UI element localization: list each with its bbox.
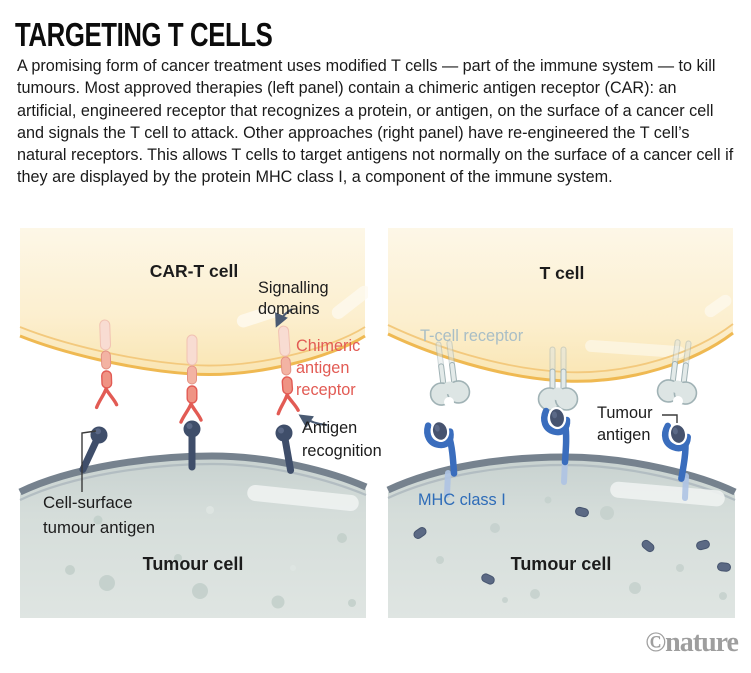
antigen-recognition-label: Antigen recognition bbox=[302, 419, 382, 460]
signalling-domains-label: Signalling domains bbox=[258, 279, 329, 318]
tumour-antigen-connector-line bbox=[662, 414, 678, 423]
page-title: TARGETING T CELLS bbox=[15, 16, 273, 53]
tumour-cell-label-left: Tumour cell bbox=[142, 554, 244, 574]
tcr-notch bbox=[673, 396, 683, 406]
car-t-panel-figure bbox=[18, 228, 368, 618]
cell-surface-connector-line bbox=[81, 430, 97, 492]
tumour-gloss-highlight bbox=[610, 481, 725, 507]
tumour-membrane bbox=[18, 452, 368, 496]
cell-highlights bbox=[236, 285, 368, 328]
cell-speckles bbox=[65, 506, 356, 609]
cell-speckles bbox=[436, 496, 727, 603]
signalling-arrow-icon bbox=[275, 308, 293, 328]
t-cell-receptor-label: T-cell receptor bbox=[420, 327, 524, 345]
tumour-gloss-highlight bbox=[247, 484, 359, 512]
car-t-cell-label: CAR-T cell bbox=[149, 261, 239, 281]
cell-surface-tumour-antigen-label: Cell-surface tumour antigen bbox=[43, 493, 155, 537]
t-cell-label: T cell bbox=[539, 263, 585, 283]
antigen-recognition-arrow-icon bbox=[298, 414, 328, 428]
tumour-antigen-label: Tumour antigen bbox=[597, 404, 653, 444]
cell-highlights bbox=[585, 294, 732, 359]
nature-logo: ©nature bbox=[645, 627, 739, 658]
tcr-notch bbox=[444, 397, 454, 407]
t-cell-body bbox=[388, 228, 733, 382]
mhc-class-i-label: MHC class I bbox=[418, 491, 506, 509]
t-cell-panel-figure bbox=[386, 228, 737, 618]
intro-paragraph: A promising form of cancer treatment use… bbox=[17, 57, 734, 187]
chimeric-antigen-receptor-label: Chimeric antigen receptor bbox=[296, 337, 361, 399]
tumour-membrane-inner-line bbox=[19, 462, 367, 501]
tumour-cell-label-right: Tumour cell bbox=[510, 554, 612, 574]
